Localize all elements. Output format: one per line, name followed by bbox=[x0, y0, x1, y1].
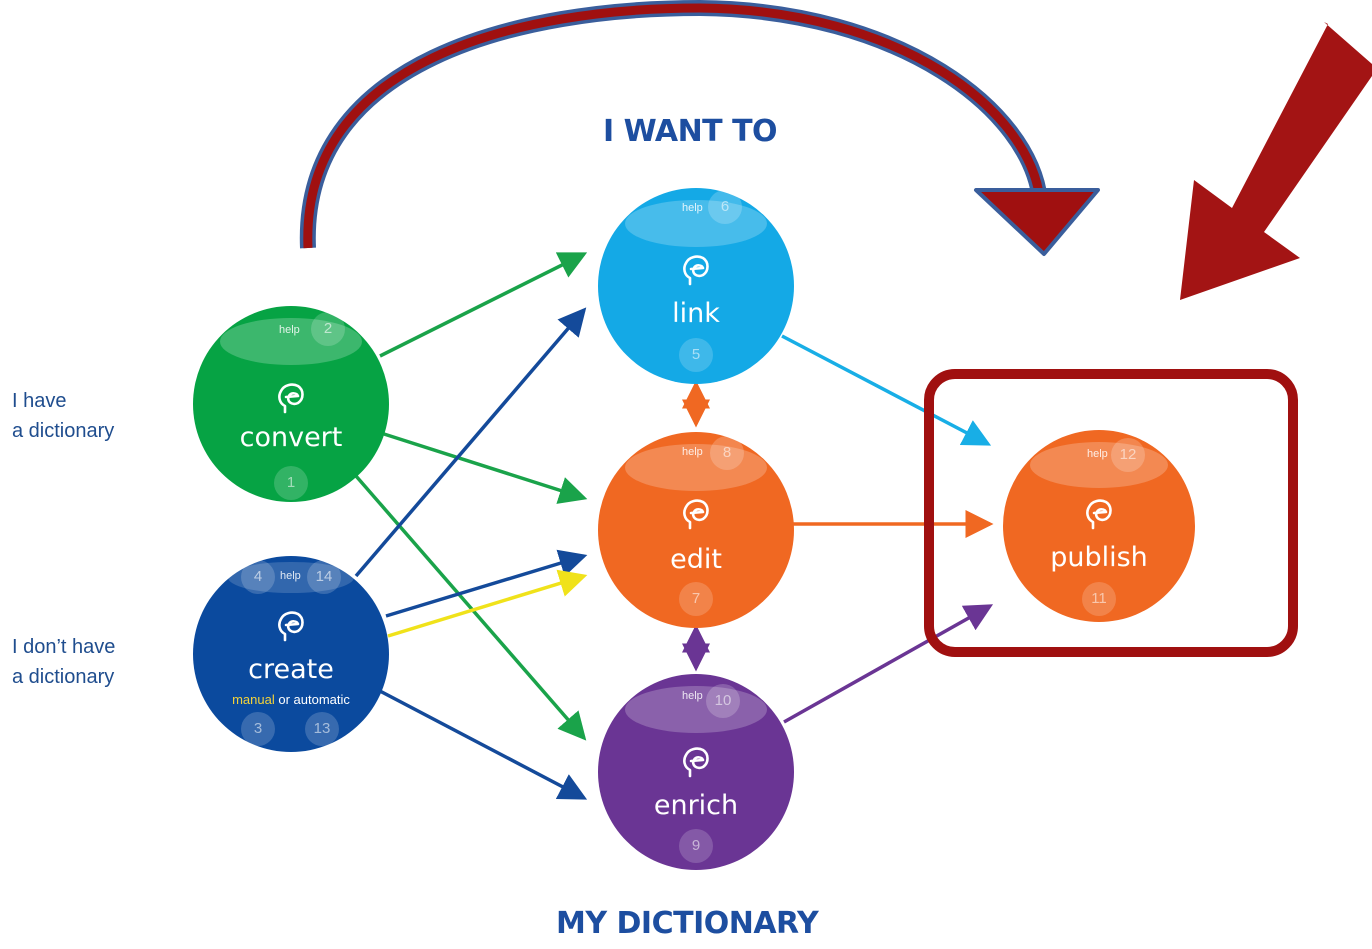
help-number-badge[interactable]: 10 bbox=[706, 684, 740, 718]
help-number-badge[interactable]: 2 bbox=[311, 312, 345, 346]
gloss bbox=[625, 685, 767, 733]
gloss bbox=[625, 443, 767, 491]
e-head-icon bbox=[278, 383, 304, 414]
e-head-icon bbox=[1086, 499, 1112, 530]
node-label: convert bbox=[239, 422, 343, 453]
node-label: publish bbox=[1050, 542, 1148, 573]
curved-arrow bbox=[299, 0, 1100, 256]
help-label: help bbox=[279, 324, 300, 336]
e-head-icon bbox=[683, 255, 709, 286]
label-have-line2: a dictionary bbox=[12, 420, 115, 442]
arrow-link-publish bbox=[781, 334, 992, 446]
node-create[interactable]: 4 help 14 create manual or automatic 3 1… bbox=[193, 556, 389, 752]
help-number-badge-right[interactable]: 14 bbox=[307, 560, 341, 594]
label-dont-have-line1: I don’t have bbox=[12, 636, 116, 658]
node-sublabel: manual or automatic bbox=[193, 692, 389, 707]
gloss bbox=[625, 199, 767, 247]
node-convert[interactable]: help 2 convert 1 bbox=[193, 306, 389, 502]
label-have-dictionary: I have a dictionary bbox=[12, 386, 114, 446]
arrow-create-edit-yellow bbox=[387, 569, 588, 638]
arrow-convert-link bbox=[379, 252, 588, 358]
number-badge[interactable]: 5 bbox=[679, 338, 713, 372]
e-head-icon bbox=[683, 747, 709, 778]
help-number-badge[interactable]: 6 bbox=[708, 190, 742, 224]
sublabel-automatic: or automatic bbox=[274, 692, 350, 707]
arrow-create-edit bbox=[385, 549, 588, 618]
number-badge[interactable]: 1 bbox=[274, 466, 308, 500]
node-label: edit bbox=[670, 544, 722, 575]
sublabel-manual: manual bbox=[232, 692, 275, 707]
gloss bbox=[228, 561, 354, 594]
help-label: help bbox=[1087, 448, 1108, 460]
diagonal-arrow bbox=[1180, 22, 1372, 300]
gloss bbox=[220, 317, 362, 365]
help-number-badge-left[interactable]: 4 bbox=[241, 560, 275, 594]
number-badge-right[interactable]: 13 bbox=[305, 712, 339, 746]
number-badge-left[interactable]: 3 bbox=[241, 712, 275, 746]
help-label: help bbox=[682, 446, 703, 458]
help-label: help bbox=[280, 570, 301, 582]
node-label: link bbox=[672, 298, 720, 329]
gloss bbox=[1029, 441, 1169, 488]
arrow-create-enrich bbox=[377, 688, 588, 800]
node-label: create bbox=[248, 654, 334, 685]
e-head-icon bbox=[278, 611, 304, 642]
e-head-icon bbox=[683, 499, 709, 530]
help-number-badge[interactable]: 8 bbox=[710, 436, 744, 470]
label-dont-have-line2: a dictionary bbox=[12, 666, 115, 688]
connector-arrows bbox=[354, 252, 994, 800]
heading-my-dictionary: MY DICTIONARY bbox=[556, 906, 819, 941]
arrow-enrich-publish bbox=[783, 604, 994, 724]
help-label: help bbox=[682, 202, 703, 214]
number-badge[interactable]: 11 bbox=[1082, 582, 1116, 616]
node-edit[interactable]: help 8 edit 7 bbox=[598, 432, 794, 628]
number-badge[interactable]: 7 bbox=[679, 582, 713, 616]
node-publish[interactable]: help 12 publish 11 bbox=[1003, 430, 1195, 622]
publish-highlight-box bbox=[924, 369, 1298, 657]
label-have-line1: I have bbox=[12, 390, 67, 412]
number-badge[interactable]: 9 bbox=[679, 829, 713, 863]
heading-i-want-to: I WANT TO bbox=[603, 114, 778, 149]
arrow-convert-edit bbox=[383, 432, 588, 504]
node-enrich[interactable]: help 10 enrich 9 bbox=[598, 674, 794, 870]
arrow-convert-enrich bbox=[354, 474, 587, 741]
help-number-badge[interactable]: 12 bbox=[1111, 438, 1145, 472]
arrow-create-link bbox=[354, 307, 587, 578]
label-dont-have-dictionary: I don’t have a dictionary bbox=[12, 632, 115, 692]
node-label: enrich bbox=[653, 790, 739, 821]
help-label: help bbox=[682, 690, 703, 702]
node-link[interactable]: help 6 link 5 bbox=[598, 188, 794, 384]
